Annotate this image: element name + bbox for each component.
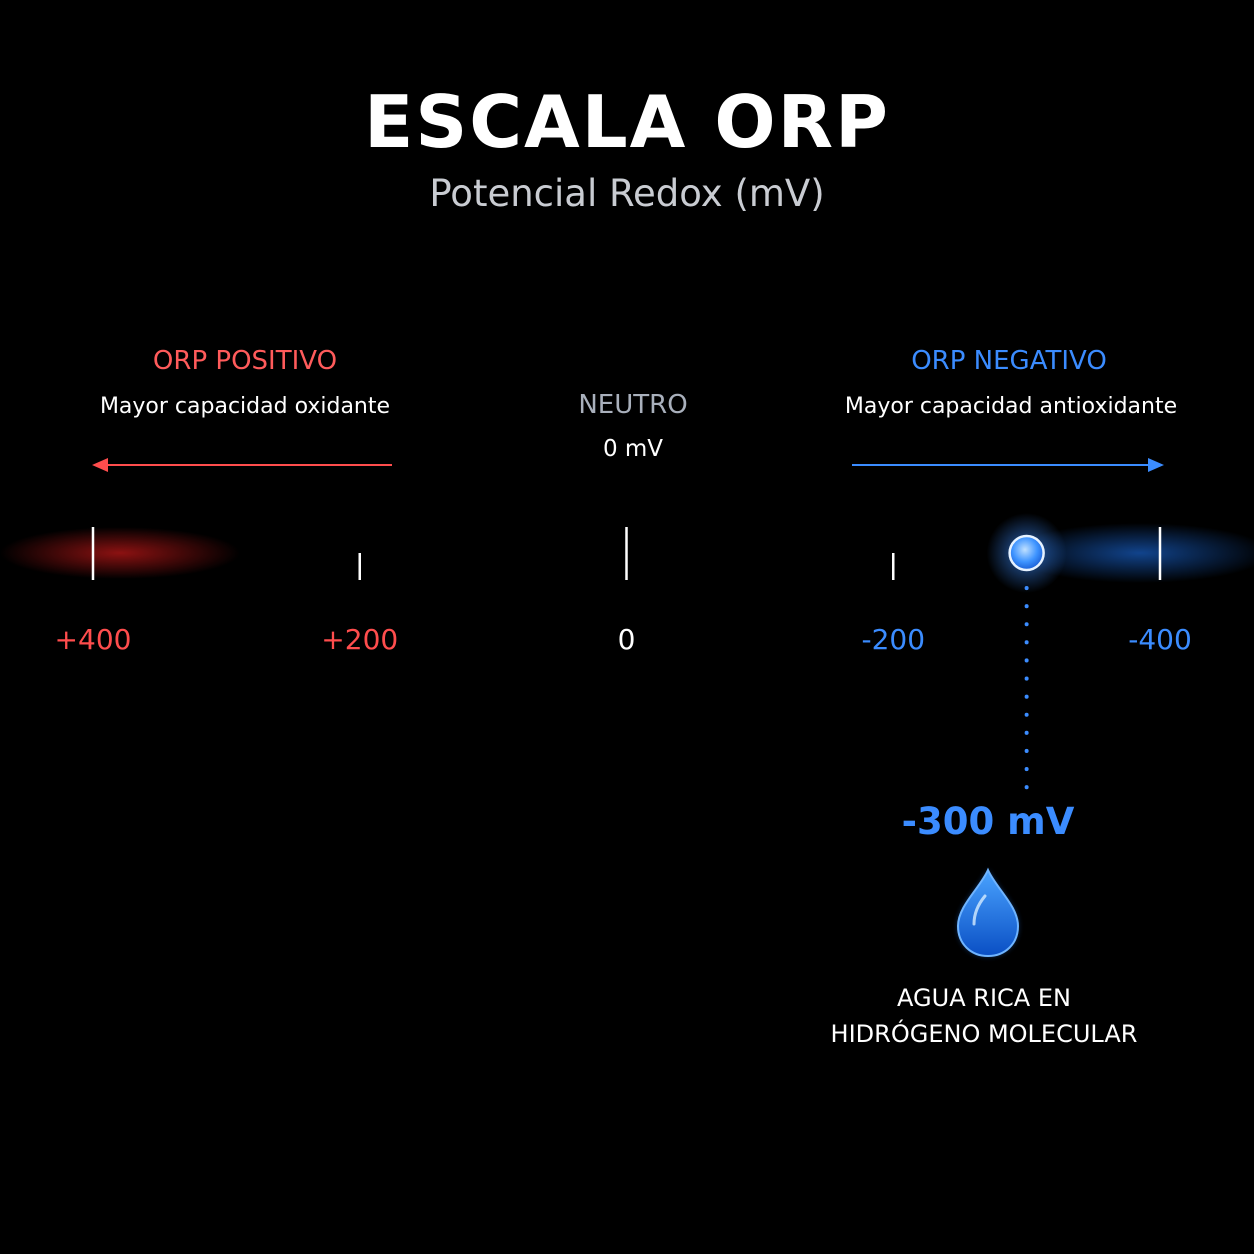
positive-direction-arrow: [92, 458, 392, 472]
positive-orp-heading: ORP POSITIVO: [152, 346, 338, 376]
scale-ticks: [91, 527, 1162, 580]
negative-orp-heading: ORP NEGATIVO: [911, 346, 1107, 376]
tick-label-zero: 0: [617, 623, 636, 656]
tick-label-plus-200: +200: [321, 623, 399, 656]
tick-label-minus-400: -400: [1128, 623, 1192, 656]
page-subtitle: Potencial Redox (mV): [429, 172, 825, 215]
marker-point: [986, 513, 1067, 593]
page-title: ESCALA ORP: [364, 80, 890, 164]
marker-caption-line-1: AGUA RICA EN: [897, 984, 1071, 1012]
marker-caption-line-2: HIDRÓGENO MOLECULAR: [830, 1020, 1138, 1048]
marker-caption: AGUA RICA EN HIDRÓGENO MOLECULAR: [831, 980, 1138, 1052]
tick-label-minus-200: -200: [861, 623, 926, 656]
neutral-heading: NEUTRO: [578, 390, 688, 420]
neutral-value-label: 0 mV: [602, 436, 664, 462]
negative-direction-arrow: [852, 458, 1164, 472]
marker-value-label: -300 mV: [901, 800, 1075, 843]
water-drop-icon: [956, 867, 1020, 958]
tick-label-plus-400: +400: [54, 623, 132, 656]
negative-orp-description: Mayor capacidad antioxidante: [844, 394, 1178, 419]
positive-orp-description: Mayor capacidad oxidante: [99, 394, 391, 419]
